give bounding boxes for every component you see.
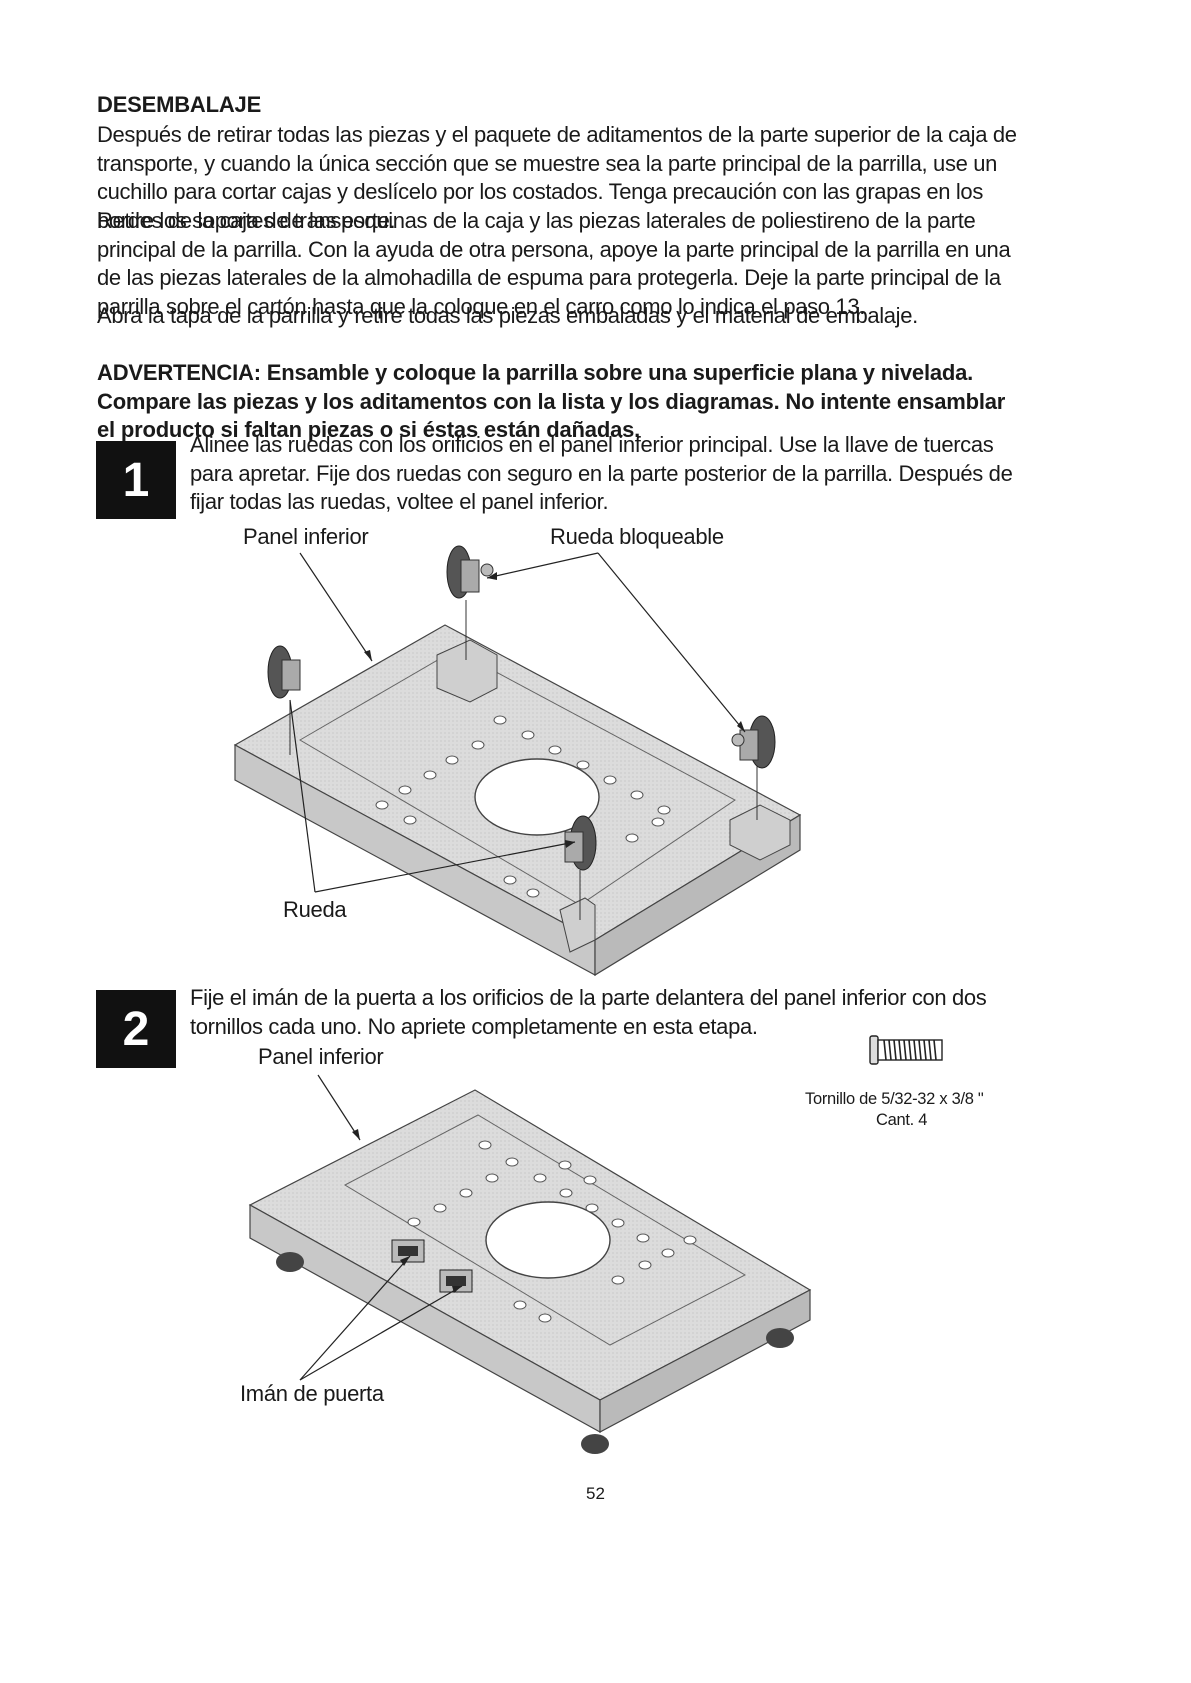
step-2-label-door-magnet: Imán de puerta [240, 1381, 384, 1406]
corner-block-back [436, 639, 498, 703]
intro-paragraph-2: Retire los soportes de las esquinas de l… [97, 208, 1011, 319]
step-1-label-panel: Panel inferior [243, 524, 369, 549]
intro-paragraph-1: Después de retirar todas las piezas y el… [97, 122, 1017, 233]
step-1-arrowheads [364, 572, 745, 848]
step-2-label-panel: Panel inferior [258, 1044, 384, 1069]
step-2-arrowheads [352, 1129, 462, 1293]
step-1-label-wheel: Rueda [283, 897, 347, 922]
warning-text: ADVERTENCIA: Ensamble y coloque la parri… [97, 360, 1006, 442]
step-1-leader-lines [289, 552, 746, 893]
section-title: DESEMBALAJE [97, 92, 262, 117]
step-1-number: 1 [122, 453, 150, 507]
panel2-recess [343, 1114, 747, 1346]
wheel-right-icon [731, 715, 776, 820]
panel-recess [299, 649, 736, 906]
wheel-back-icon [446, 545, 494, 660]
screw-label: Tornillo de 5/32-32 x 3/8 " [805, 1090, 984, 1108]
step-1-label-locking-wheel: Rueda bloqueable [550, 524, 724, 549]
intro-paragraph-3: Abra la tapa de la parrilla y retire tod… [97, 303, 918, 328]
foot-right [766, 1328, 794, 1348]
corner-block-right [729, 804, 791, 861]
foot-front [581, 1434, 609, 1454]
foot-left [276, 1252, 304, 1272]
corner-block-front [559, 897, 596, 953]
door-magnet-right-icon [439, 1269, 473, 1293]
page-number: 52 [586, 1484, 605, 1503]
panel-center-hole [474, 758, 600, 836]
step-1-number-box: 1 [96, 441, 176, 519]
step-2-illustration [248, 1074, 812, 1454]
screw-icon [869, 1035, 943, 1065]
panel2-center-hole [485, 1201, 611, 1279]
step-1-illustration [233, 545, 802, 977]
door-magnet-left-icon [391, 1239, 425, 1263]
step-2-leader-lines [299, 1074, 463, 1381]
step-2-number: 2 [122, 1002, 150, 1056]
step-2-number-box: 2 [96, 990, 176, 1068]
panel-holes [375, 715, 671, 898]
panel2-right-edge [599, 1289, 811, 1433]
wheel-left-icon [267, 645, 301, 755]
step-1-text: Alinee las ruedas con los orificios en e… [190, 432, 1013, 514]
step-2-text: Fije el imán de la puerta a los orificio… [190, 985, 987, 1039]
panel-right-edge [594, 813, 801, 977]
panel2-holes [407, 1140, 697, 1323]
screw-qty: Cant. 4 [876, 1111, 928, 1129]
